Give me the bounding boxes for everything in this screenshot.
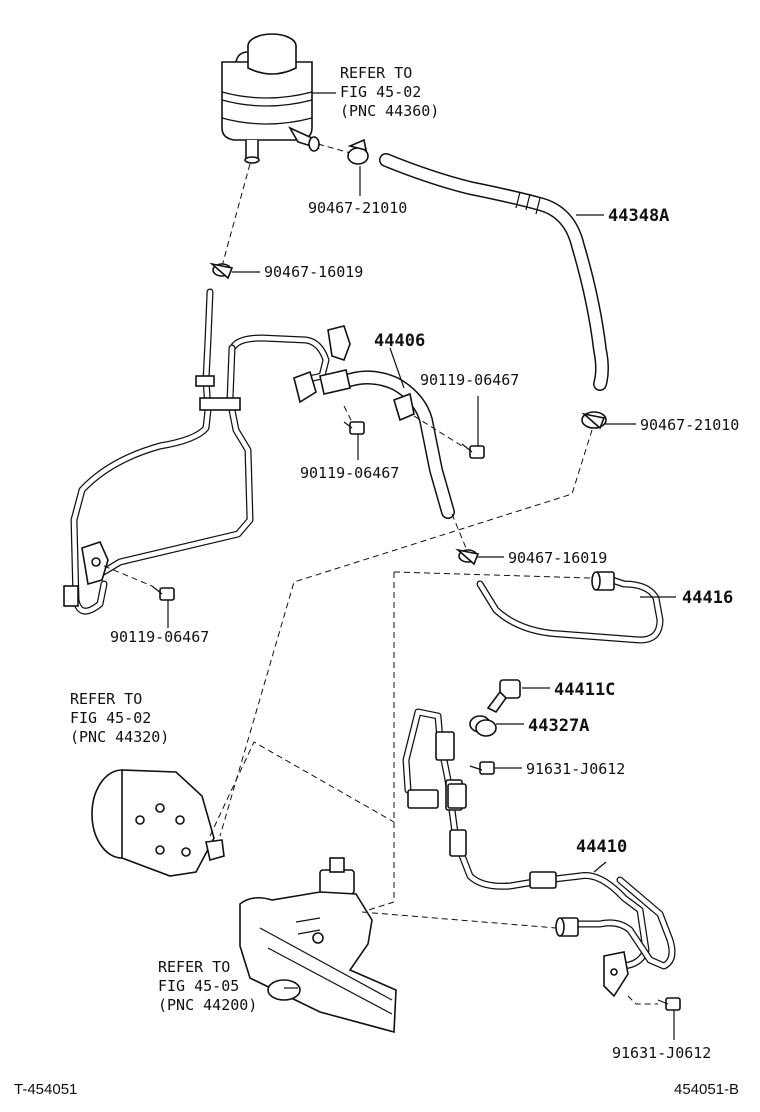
bolt-90119-06467-mid	[343, 421, 365, 435]
label-90119-06467-left: 90119-06467	[110, 628, 209, 646]
pump-refer-callout: REFER TO FIG 45-02 (PNC 44320)	[70, 690, 169, 746]
label-90467-21010-top: 90467-21010	[308, 199, 407, 217]
svg-text:FIG 45-05: FIG 45-05	[158, 977, 239, 995]
label-44327A: 44327A	[528, 716, 589, 736]
tube-44416	[476, 571, 664, 644]
return-hose-44348A	[379, 153, 609, 391]
label-44411C: 44411C	[554, 680, 615, 700]
footer-left-code: T-454051	[14, 1081, 77, 1098]
label-90467-21010-right: 90467-21010	[640, 416, 739, 434]
svg-text:(PNC 44200): (PNC 44200)	[158, 996, 257, 1014]
gear-refer-callout: REFER TO FIG 45-05 (PNC 44200)	[158, 958, 257, 1014]
clip-90467-16019-top	[209, 262, 234, 280]
bolt-91631-J0612-upper	[469, 761, 495, 775]
svg-text:REFER TO: REFER TO	[158, 958, 230, 976]
svg-text:REFER TO: REFER TO	[340, 64, 412, 82]
clip-90467-21010-top	[347, 138, 369, 165]
label-44406: 44406	[374, 331, 425, 351]
label-91631-J0612-lower: 91631-J0612	[612, 1044, 711, 1062]
clip-90467-21010-right	[581, 411, 607, 430]
clip-90467-16019-mid	[455, 548, 480, 566]
reservoir-refer-callout: REFER TO FIG 45-02 (PNC 44360)	[340, 64, 439, 120]
power-steering-pump	[91, 769, 225, 877]
feed-tube-assembly	[63, 288, 330, 615]
label-90119-06467-mid: 90119-06467	[300, 464, 399, 482]
svg-text:FIG 45-02: FIG 45-02	[340, 83, 421, 101]
label-44416: 44416	[682, 588, 733, 608]
label-90119-06467-right: 90119-06467	[420, 371, 519, 389]
hose-44406	[293, 325, 455, 519]
svg-text:(PNC 44320): (PNC 44320)	[70, 728, 169, 746]
label-90467-16019-mid: 90467-16019	[508, 549, 607, 567]
svg-text:FIG 45-02: FIG 45-02	[70, 709, 151, 727]
label-44410: 44410	[576, 837, 627, 857]
steering-gear-box	[239, 857, 397, 1034]
svg-text:REFER TO: REFER TO	[70, 690, 142, 708]
bolt-90119-06467-left	[151, 585, 175, 601]
label-44348A: 44348A	[608, 206, 669, 226]
pressure-line-44410	[402, 708, 676, 998]
union-bolt-44411C	[486, 679, 521, 714]
bolt-91631-J0612-lower	[657, 997, 681, 1011]
footer-right-code: 454051-B	[674, 1081, 739, 1098]
reservoir-tank	[221, 33, 320, 164]
label-91631-J0612-upper: 91631-J0612	[526, 760, 625, 778]
label-90467-16019-top: 90467-16019	[264, 263, 363, 281]
svg-text:(PNC 44360): (PNC 44360)	[340, 102, 439, 120]
gasket-44327A	[469, 715, 497, 737]
bolt-90119-06467-right	[461, 443, 485, 459]
